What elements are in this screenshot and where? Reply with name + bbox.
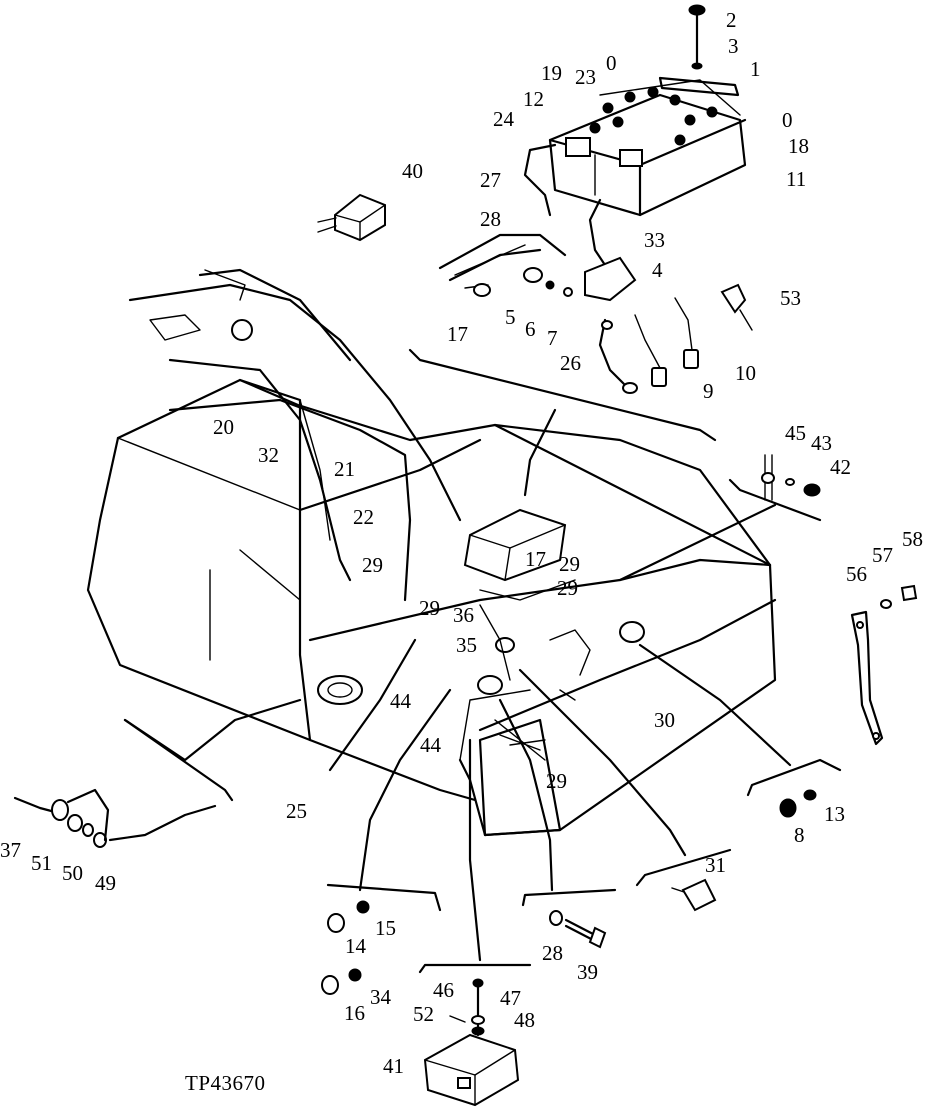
lower-leaders: [123, 638, 792, 962]
callout-label: 16: [344, 1001, 365, 1025]
callout-label: 28: [480, 207, 501, 231]
callout-label: 9: [703, 379, 714, 403]
callout-label: 58: [902, 527, 923, 551]
callout-label: 1: [750, 57, 761, 81]
callout-label: 17: [447, 322, 468, 346]
callout-label: 29: [546, 769, 567, 793]
callout-label: 29: [362, 553, 383, 577]
callout-label: 42: [830, 455, 851, 479]
figure-id: TP43670: [185, 1071, 266, 1095]
callout-label: 13: [824, 802, 845, 826]
callout-label: 5: [505, 305, 516, 329]
callout-label: 31: [705, 853, 726, 877]
callout-label: 56: [846, 562, 867, 586]
upper-harness: [128, 268, 462, 602]
callout-label: 41: [383, 1054, 404, 1078]
callout-label: 22: [353, 505, 374, 529]
callout-label: 10: [735, 361, 756, 385]
callout-label: 0: [782, 108, 793, 132]
callout-label: 29: [559, 552, 580, 576]
callout-label: 30: [654, 708, 675, 732]
callout-label: 50: [62, 861, 83, 885]
callout-label: 33: [644, 228, 665, 252]
callout-label: 6: [525, 317, 536, 341]
callout-label: 28: [542, 941, 563, 965]
callout-label: 19: [541, 61, 562, 85]
callout-label: 7: [547, 326, 558, 350]
callout-label: 12: [523, 87, 544, 111]
callout-label: 32: [258, 443, 279, 467]
callout-label: 23: [575, 65, 596, 89]
callout-label: 26: [560, 351, 581, 375]
bolt-45-43-42: [761, 454, 821, 501]
callout-label: 35: [456, 633, 477, 657]
switch-cluster: [438, 233, 753, 394]
callout-label: 51: [31, 851, 52, 875]
callout-label: 47: [500, 986, 521, 1010]
callout-label: 4: [652, 258, 663, 282]
callout-label: 29: [419, 596, 440, 620]
ground-strap-56: [850, 584, 918, 746]
callout-label: 29: [557, 576, 578, 600]
callout-label: 46: [433, 978, 454, 1002]
callout-label: 8: [794, 823, 805, 847]
leader-arrow-top: [523, 408, 557, 497]
callout-label: 14: [345, 934, 367, 958]
callout-label: 48: [514, 1008, 535, 1032]
callout-label: 20: [213, 415, 234, 439]
callout-label: 53: [780, 286, 801, 310]
callout-label: 43: [811, 431, 832, 455]
leader-bracket-right: [728, 478, 822, 522]
callout-label: 17: [525, 547, 546, 571]
callout-label: 11: [786, 167, 806, 191]
battery-assembly: [523, 4, 747, 267]
leader-line-right: [618, 503, 777, 582]
callout-label: 25: [286, 799, 307, 823]
callout-labels: 2 3 1 0 0 19 23 12 24 18 11 40 27 28 33 …: [0, 8, 923, 1078]
callout-label: 39: [577, 960, 598, 984]
callout-label: 34: [370, 985, 392, 1009]
harness-37: [13, 788, 217, 848]
callout-label: 3: [728, 34, 739, 58]
callout-label: 44: [420, 733, 442, 757]
callout-label: 2: [726, 8, 737, 32]
callout-label: 57: [872, 543, 893, 567]
callout-label: 40: [402, 159, 423, 183]
callout-label: 44: [390, 689, 412, 713]
junction-box-41: [423, 978, 520, 1107]
leader-bracket-top: [408, 348, 717, 442]
callout-label: 24: [493, 107, 515, 131]
callout-label: 21: [334, 457, 355, 481]
fasteners-bottom: [321, 789, 817, 995]
callout-label: 37: [0, 838, 21, 862]
callout-label: 36: [453, 603, 474, 627]
callout-label: 15: [375, 916, 396, 940]
callout-label: 27: [480, 168, 501, 192]
callout-label: 0: [606, 51, 617, 75]
relay-40: [317, 193, 386, 242]
callout-label: 49: [95, 871, 116, 895]
callout-label: 52: [413, 1002, 434, 1026]
callout-label: 18: [788, 134, 809, 158]
callout-label: 45: [785, 421, 806, 445]
lower-brackets: [326, 758, 842, 974]
junction-cluster: [463, 508, 645, 701]
